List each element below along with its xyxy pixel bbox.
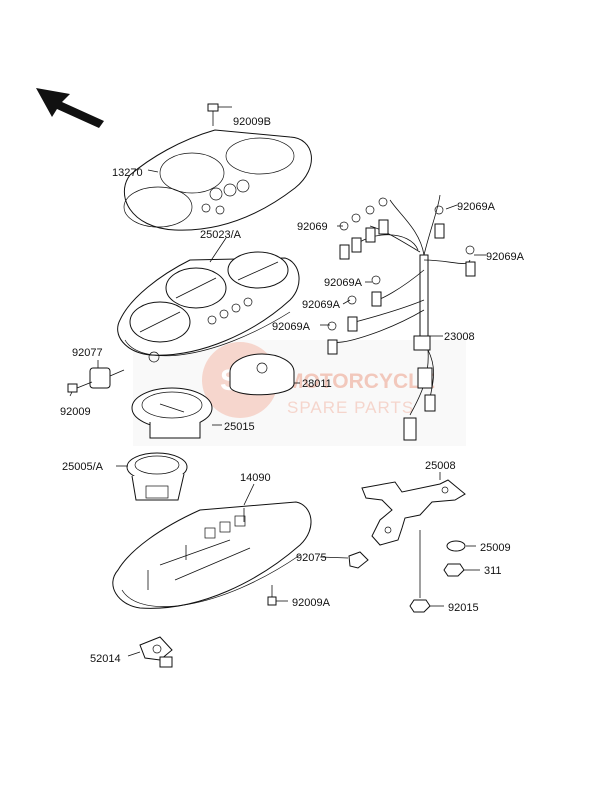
label-25005a: 25005/A (62, 461, 104, 473)
leader-lines (69, 106, 486, 657)
label-25009: 25009 (480, 542, 511, 554)
sensor-52014 (139, 636, 173, 668)
label-92009: 92009 (60, 406, 91, 418)
washer-25009 (446, 540, 466, 552)
label-92015: 92015 (448, 602, 479, 614)
screw-92009 (67, 381, 93, 393)
label-25008: 25008 (425, 460, 456, 472)
watermark-line1: MOTORCYCLE (286, 370, 435, 393)
label-92069a-l2: 92069A (302, 299, 341, 311)
grommet-92075 (348, 551, 369, 569)
part-28011 (229, 353, 295, 396)
label-13270: 13270 (112, 167, 143, 179)
label-25015: 25015 (224, 421, 255, 433)
label-311: 311 (484, 565, 502, 577)
label-92069a-l1: 92069A (324, 277, 363, 289)
meter-housing-25023a (117, 251, 300, 363)
label-28011: 28011 (302, 378, 332, 390)
watermark-line2: SPARE PARTS (287, 398, 414, 417)
nut-92015 (409, 599, 431, 613)
lower-case-14090 (112, 501, 312, 609)
label-25023a: 25023/A (200, 229, 242, 241)
knob-92077 (89, 367, 125, 389)
label-92069a-r1: 92069A (457, 201, 496, 213)
dial-25015 (131, 387, 213, 439)
label-92075: 92075 (296, 552, 327, 564)
label-52014: 52014 (90, 653, 121, 665)
nut-311 (443, 563, 465, 577)
label-92009a: 92009A (292, 597, 331, 609)
label-92077: 92077 (72, 347, 103, 359)
screw-92009b (207, 103, 219, 126)
label-92069: 92069 (297, 221, 328, 233)
label-14090: 14090 (240, 472, 271, 484)
label-92009b: 92009B (233, 116, 271, 128)
label-92069a-l3: 92069A (272, 321, 311, 333)
wiring-harness-23008 (327, 194, 476, 441)
gasket-13270 (123, 129, 312, 231)
direction-arrow-icon (36, 88, 104, 128)
label-23008: 23008 (444, 331, 475, 343)
part-labels: 92009B 13270 25023/A 92069 92069A 92069A… (60, 116, 525, 665)
bracket-25008 (361, 479, 466, 546)
speedometer-25005a (126, 452, 188, 501)
label-92069a-r2: 92069A (486, 251, 525, 263)
screw-92009a (267, 585, 277, 606)
